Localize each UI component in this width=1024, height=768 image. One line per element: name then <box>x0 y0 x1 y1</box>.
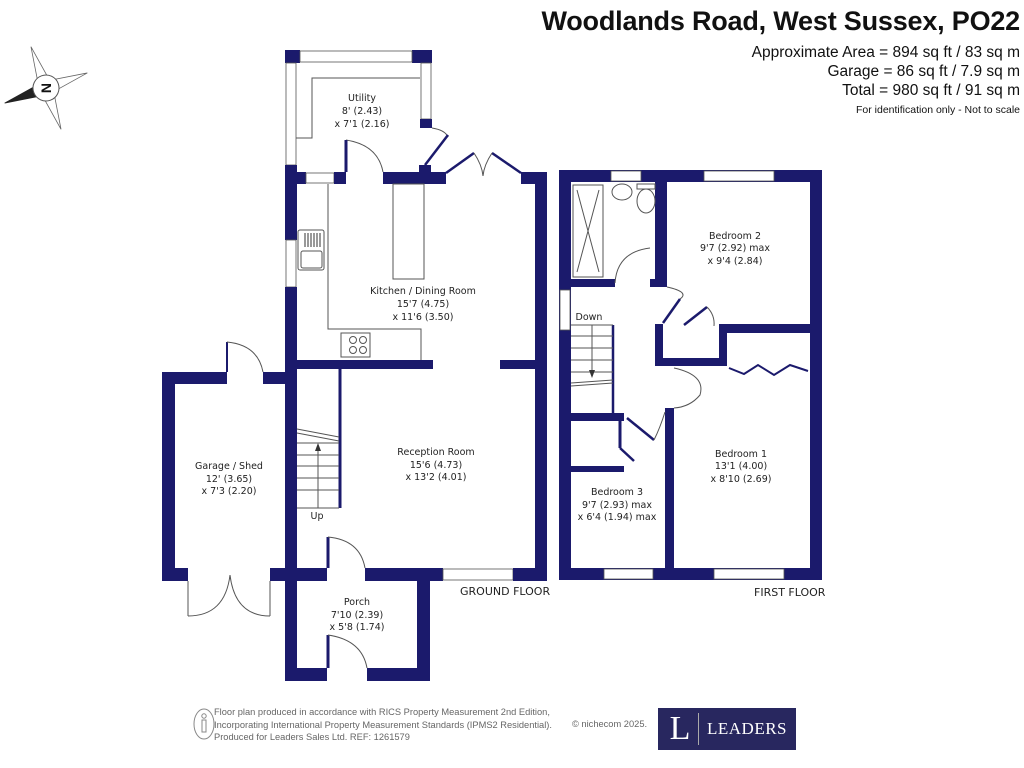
room-kitchen-dining: Kitchen / Dining Room 15'7 (4.75) x 11'6… <box>370 286 476 323</box>
room-dim: 7'10 (2.39) <box>331 610 383 621</box>
room-bedroom-2: Bedroom 2 9'7 (2.92) max x 9'4 (2.84) <box>700 231 770 267</box>
page-title: Woodlands Road, West Sussex, PO22 <box>541 6 1020 36</box>
person-icon <box>193 708 215 740</box>
toilet-icon <box>636 183 656 214</box>
room-name: Utility <box>348 93 376 104</box>
footer-line: Floor plan produced in accordance with R… <box>214 707 550 717</box>
ground-floor-plan: Utility 8' (2.43) x 7'1 (2.16) Kitchen /… <box>162 50 550 681</box>
room-utility: Utility 8' (2.43) x 7'1 (2.16) <box>335 93 390 130</box>
room-dim: x 7'1 (2.16) <box>335 119 390 130</box>
room-dim: 15'6 (4.73) <box>410 460 462 471</box>
room-dim: x 13'2 (4.01) <box>406 472 467 483</box>
room-dim: x 5'8 (1.74) <box>330 622 385 633</box>
room-dim: 9'7 (2.93) max <box>582 500 652 511</box>
leaders-logo: L LEADERS <box>658 708 796 750</box>
footer-line: Incorporating International Property Mea… <box>214 719 552 730</box>
approximate-area: Approximate Area = 894 sq ft / 83 sq m <box>751 44 1020 61</box>
hob-icon <box>340 332 371 358</box>
stairs-up-label: Up <box>311 511 324 522</box>
room-name: Porch <box>344 597 370 608</box>
room-name: Bedroom 3 <box>591 487 643 498</box>
room-name: Bedroom 2 <box>709 231 761 242</box>
logo-letter: L <box>662 712 699 746</box>
room-name: Garage / Shed <box>195 461 263 472</box>
room-bedroom-1: Bedroom 1 13'1 (4.00) x 8'10 (2.69) <box>711 449 772 485</box>
room-dim: x 9'4 (2.84) <box>708 256 763 267</box>
copyright: © nichecom 2025. <box>572 719 648 729</box>
room-dim: 9'7 (2.92) max <box>700 243 770 254</box>
stairs-down-label: Down <box>576 312 603 323</box>
first-floor-label: FIRST FLOOR <box>754 586 826 599</box>
ground-floor-label: GROUND FLOOR <box>460 585 550 598</box>
footer-line: Produced for Leaders Sales Ltd. REF: 126… <box>214 732 410 742</box>
room-dim: 15'7 (4.75) <box>397 299 449 310</box>
garage-area: Garage = 86 sq ft / 7.9 sq m <box>827 63 1020 80</box>
room-dim: x 11'6 (3.50) <box>393 312 454 323</box>
room-name: Reception Room <box>397 447 474 458</box>
compass-icon: N <box>4 46 88 130</box>
first-floor-plan: Down Bedroom 2 9'7 (2.92) max x 9'4 (2.8… <box>559 170 826 599</box>
room-dim: 8' (2.43) <box>342 106 382 117</box>
bath-icon <box>572 184 604 278</box>
basin-icon <box>611 183 633 201</box>
room-name: Kitchen / Dining Room <box>370 286 476 297</box>
room-dim: 12' (3.65) <box>206 474 252 485</box>
room-reception: Reception Room 15'6 (4.73) x 13'2 (4.01) <box>397 447 474 483</box>
compass-north-label: N <box>38 83 54 93</box>
footer-disclaimer: Floor plan produced in accordance with R… <box>190 706 594 744</box>
room-dim: 13'1 (4.00) <box>715 461 767 472</box>
room-dim: x 7'3 (2.20) <box>202 486 257 497</box>
room-name: Bedroom 1 <box>715 449 767 460</box>
room-bedroom-3: Bedroom 3 9'7 (2.93) max x 6'4 (1.94) ma… <box>578 487 657 523</box>
room-dim: x 8'10 (2.69) <box>711 474 772 485</box>
logo-text: LEADERS <box>707 719 787 738</box>
room-porch: Porch 7'10 (2.39) x 5'8 (1.74) <box>330 597 385 633</box>
room-garage-shed: Garage / Shed 12' (3.65) x 7'3 (2.20) <box>195 461 263 497</box>
scale-note: For identification only - Not to scale <box>856 104 1020 116</box>
room-dim: x 6'4 (1.94) max <box>578 512 657 523</box>
total-area: Total = 980 sq ft / 91 sq m <box>842 82 1020 99</box>
